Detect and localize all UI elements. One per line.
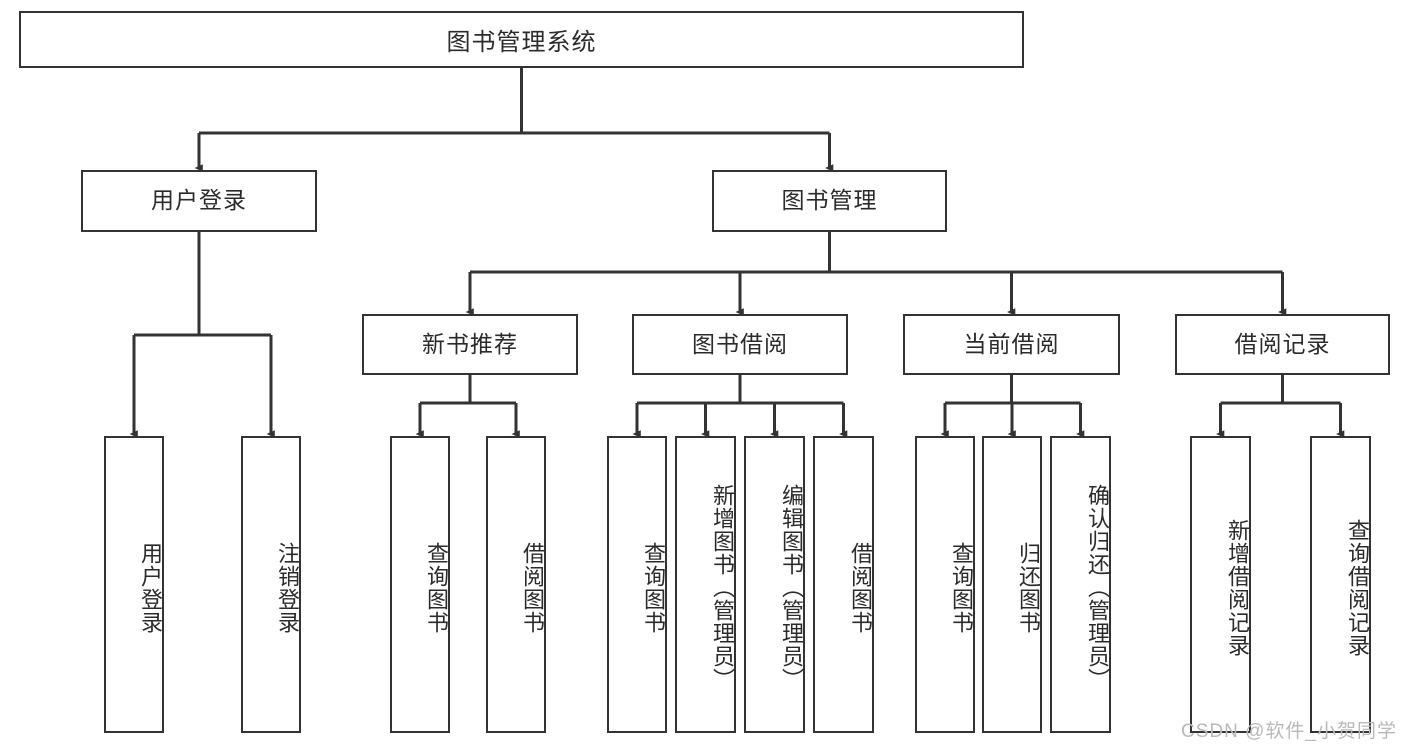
node-leaf-query-book-2[interactable]: 查询图书: [607, 436, 667, 733]
node-borrow-record-label: 借阅记录: [1234, 330, 1331, 357]
node-leaf-return-book-label: 归还图书: [1016, 541, 1041, 634]
node-leaf-query-record-label: 查询借阅记录: [1345, 518, 1370, 657]
node-borrow-record[interactable]: 借阅记录: [1175, 314, 1390, 375]
node-current-borrow[interactable]: 当前借阅: [903, 314, 1120, 375]
node-leaf-query-book-1-label: 查询图书: [424, 541, 449, 634]
node-leaf-borrow-book-2[interactable]: 借阅图书: [813, 436, 874, 733]
node-leaf-confirm-return[interactable]: 确认归还（管理员）: [1050, 436, 1111, 733]
node-leaf-user-login-label: 用户登录: [138, 541, 163, 634]
node-leaf-query-book-1[interactable]: 查询图书: [390, 436, 450, 733]
node-new-book-rec-label: 新书推荐: [422, 330, 518, 357]
node-book-manage[interactable]: 图书管理: [712, 170, 947, 232]
node-leaf-borrow-book-1[interactable]: 借阅图书: [486, 436, 546, 733]
node-root-label: 图书管理系统: [446, 29, 597, 56]
node-leaf-add-book-label: 新增图书（管理员）: [710, 484, 735, 691]
node-leaf-borrow-book-1-label: 借阅图书: [520, 541, 545, 634]
node-leaf-add-record[interactable]: 新增借阅记录: [1190, 436, 1251, 733]
node-leaf-edit-book-label: 编辑图书（管理员）: [779, 484, 804, 691]
csdn-watermark: CSDN @软件_小贺同学: [1181, 721, 1397, 742]
node-book-borrow[interactable]: 图书借阅: [632, 314, 848, 375]
node-new-book-rec[interactable]: 新书推荐: [362, 314, 578, 375]
node-leaf-borrow-book-2-label: 借阅图书: [848, 541, 873, 634]
node-user-login[interactable]: 用户登录: [81, 170, 317, 232]
node-leaf-confirm-return-label: 确认归还（管理员）: [1085, 484, 1110, 691]
node-user-login-label: 用户登录: [151, 187, 247, 214]
node-leaf-query-record[interactable]: 查询借阅记录: [1310, 436, 1371, 733]
node-leaf-logout-label: 注销登录: [275, 541, 300, 634]
node-book-borrow-label: 图书借阅: [692, 330, 788, 357]
node-leaf-add-book[interactable]: 新增图书（管理员）: [675, 436, 736, 733]
node-leaf-query-book-3[interactable]: 查询图书: [915, 436, 975, 733]
node-leaf-user-login[interactable]: 用户登录: [104, 436, 164, 733]
node-leaf-edit-book[interactable]: 编辑图书（管理员）: [744, 436, 805, 733]
node-book-manage-label: 图书管理: [781, 187, 878, 214]
node-leaf-query-book-3-label: 查询图书: [949, 541, 974, 634]
node-leaf-add-record-label: 新增借阅记录: [1225, 518, 1250, 657]
node-leaf-return-book[interactable]: 归还图书: [982, 436, 1042, 733]
node-leaf-query-book-2-label: 查询图书: [641, 541, 666, 634]
node-current-borrow-label: 当前借阅: [963, 330, 1060, 357]
node-leaf-logout[interactable]: 注销登录: [241, 436, 301, 733]
node-root[interactable]: 图书管理系统: [19, 11, 1024, 68]
